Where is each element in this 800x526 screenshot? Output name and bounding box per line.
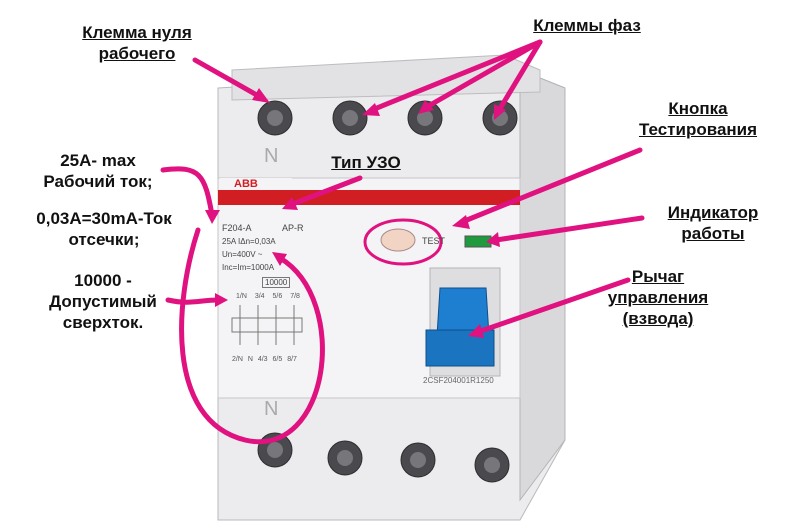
- label-indicator-line1: Индикатор: [667, 203, 759, 222]
- label-neutral-terminal: Клемма нуля рабочего: [62, 22, 212, 64]
- arrow-neutral-terminal: [192, 57, 265, 101]
- label-lever-line1: Рычаг: [631, 267, 685, 286]
- arrow-heads: [205, 88, 506, 338]
- arrow-trip-current-loop: [179, 227, 325, 445]
- label-lever-line3: (взвода): [622, 309, 694, 328]
- model-label: F204-A: [222, 223, 252, 233]
- test-label: TEST: [422, 236, 446, 246]
- type-code-label: AP-R: [282, 223, 304, 233]
- label-neutral-terminal-line1: Клемма нуля: [82, 23, 192, 42]
- brand-band: [218, 190, 520, 205]
- label-neutral-terminal-line2: рабочего: [98, 44, 176, 63]
- label-rated-current: 25А- max Рабочий ток;: [28, 150, 168, 192]
- annotation-arrows: [160, 39, 645, 445]
- voltage-line: Un=400V ~: [222, 250, 263, 259]
- label-rated-current-line1: 25А- max: [60, 151, 136, 170]
- wiring-schematic: [231, 305, 303, 345]
- arrow-phase-2: [422, 39, 543, 111]
- label-indicator-line2: работы: [681, 224, 745, 243]
- arrow-phase-1: [369, 39, 543, 113]
- label-rated-current-line2: Рабочий ток;: [43, 172, 153, 191]
- neutral-mark-top: N: [264, 145, 279, 167]
- label-short-circuit-line3: сверхток.: [62, 313, 144, 332]
- terminals-top-labels: 1/N 3/4 5/6 7/8: [236, 293, 300, 300]
- label-test-button-line1: Кнопка: [668, 99, 728, 118]
- label-short-circuit-line2: Допустимый: [49, 292, 157, 311]
- neutral-mark-bottom: N: [264, 398, 279, 420]
- label-phase-terminals-line1: Клеммы фаз: [533, 16, 641, 35]
- arrow-rcd-type: [287, 175, 363, 208]
- label-trip-current: 0,03А=30mA-Ток отсечки;: [14, 208, 194, 250]
- arrow-indicator: [493, 215, 645, 243]
- label-rcd-type-line1: Тип УЗО: [331, 153, 401, 172]
- arrow-test-button: [459, 147, 643, 225]
- arrow-phase-3: [495, 39, 543, 115]
- label-trip-current-line2: отсечки;: [68, 230, 140, 249]
- test-button: [380, 228, 416, 252]
- label-trip-current-line1: 0,03А=30mA-Ток: [36, 209, 172, 228]
- brand-logo: ABB: [234, 178, 258, 190]
- label-phase-terminals: Клеммы фаз: [512, 15, 662, 36]
- label-short-circuit: 10000 - Допустимый сверхток.: [28, 270, 178, 333]
- label-lever: Рычаг управления (взвода): [588, 266, 728, 329]
- label-rcd-type: Тип УЗО: [316, 152, 416, 173]
- arrow-rated-current: [160, 166, 215, 218]
- test-button-highlight: [363, 218, 443, 266]
- arrow-lever: [475, 277, 631, 335]
- label-indicator: Индикатор работы: [648, 202, 778, 244]
- label-test-button-line2: Тестирования: [638, 120, 758, 139]
- short-rating-box: 10000: [262, 277, 291, 288]
- terminals-bottom-labels: 2/N N 4/3 6/5 8/7: [232, 356, 297, 363]
- label-test-button: Кнопка Тестирования: [618, 98, 778, 140]
- rating-line: 25A IΔn=0,03A: [222, 237, 276, 246]
- inc-line: Inc=Im=1000A: [222, 263, 275, 272]
- device-side: [519, 69, 566, 502]
- label-short-circuit-line1: 10000 -: [74, 271, 132, 290]
- arrow-short-circuit: [165, 297, 221, 305]
- label-lever-line2: управления: [607, 288, 709, 307]
- part-number: 2CSF204001R1250: [423, 376, 494, 385]
